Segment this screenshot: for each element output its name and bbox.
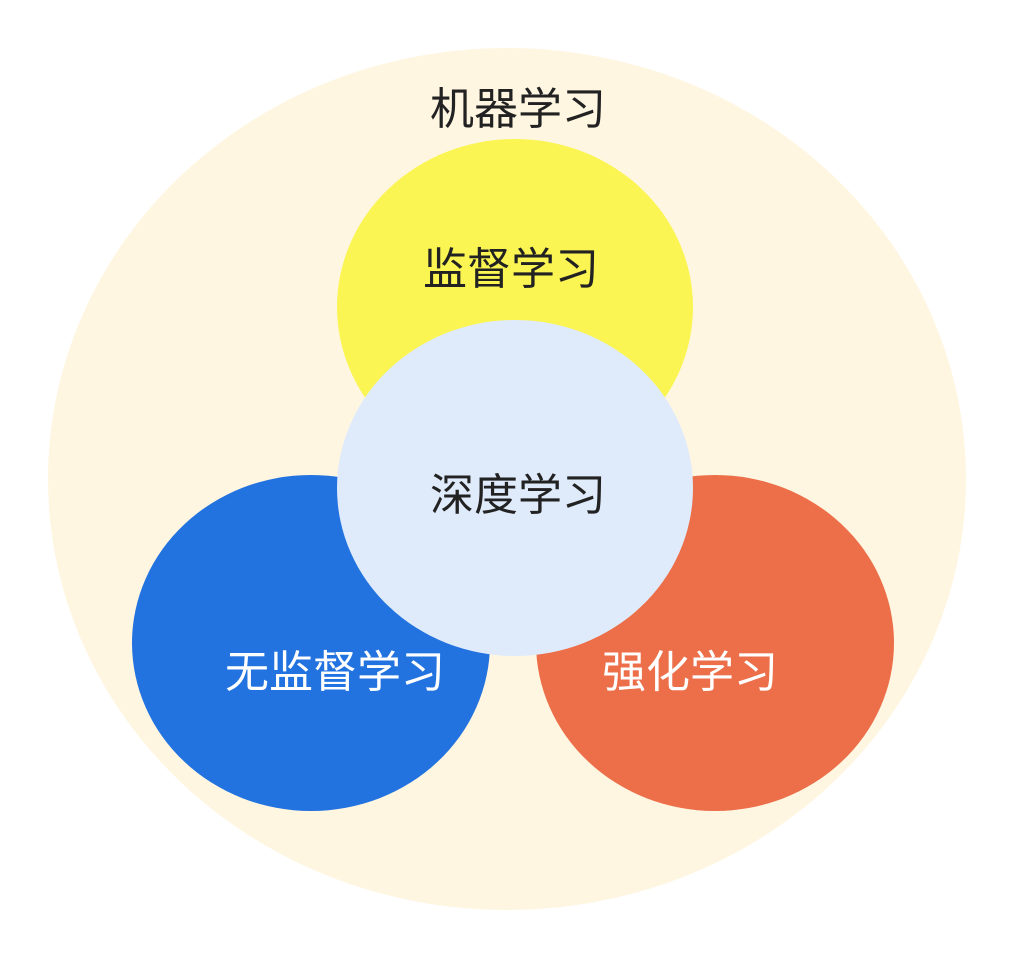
reinforcement-learning-label: 强化学习 <box>602 647 778 698</box>
deep-learning-label: 深度学习 <box>430 470 606 521</box>
deep-learning-ellipse <box>337 320 693 656</box>
supervised-learning-label: 监督学习 <box>423 244 599 295</box>
unsupervised-learning-label: 无监督学习 <box>225 647 445 698</box>
machine-learning-label: 机器学习 <box>430 84 606 135</box>
